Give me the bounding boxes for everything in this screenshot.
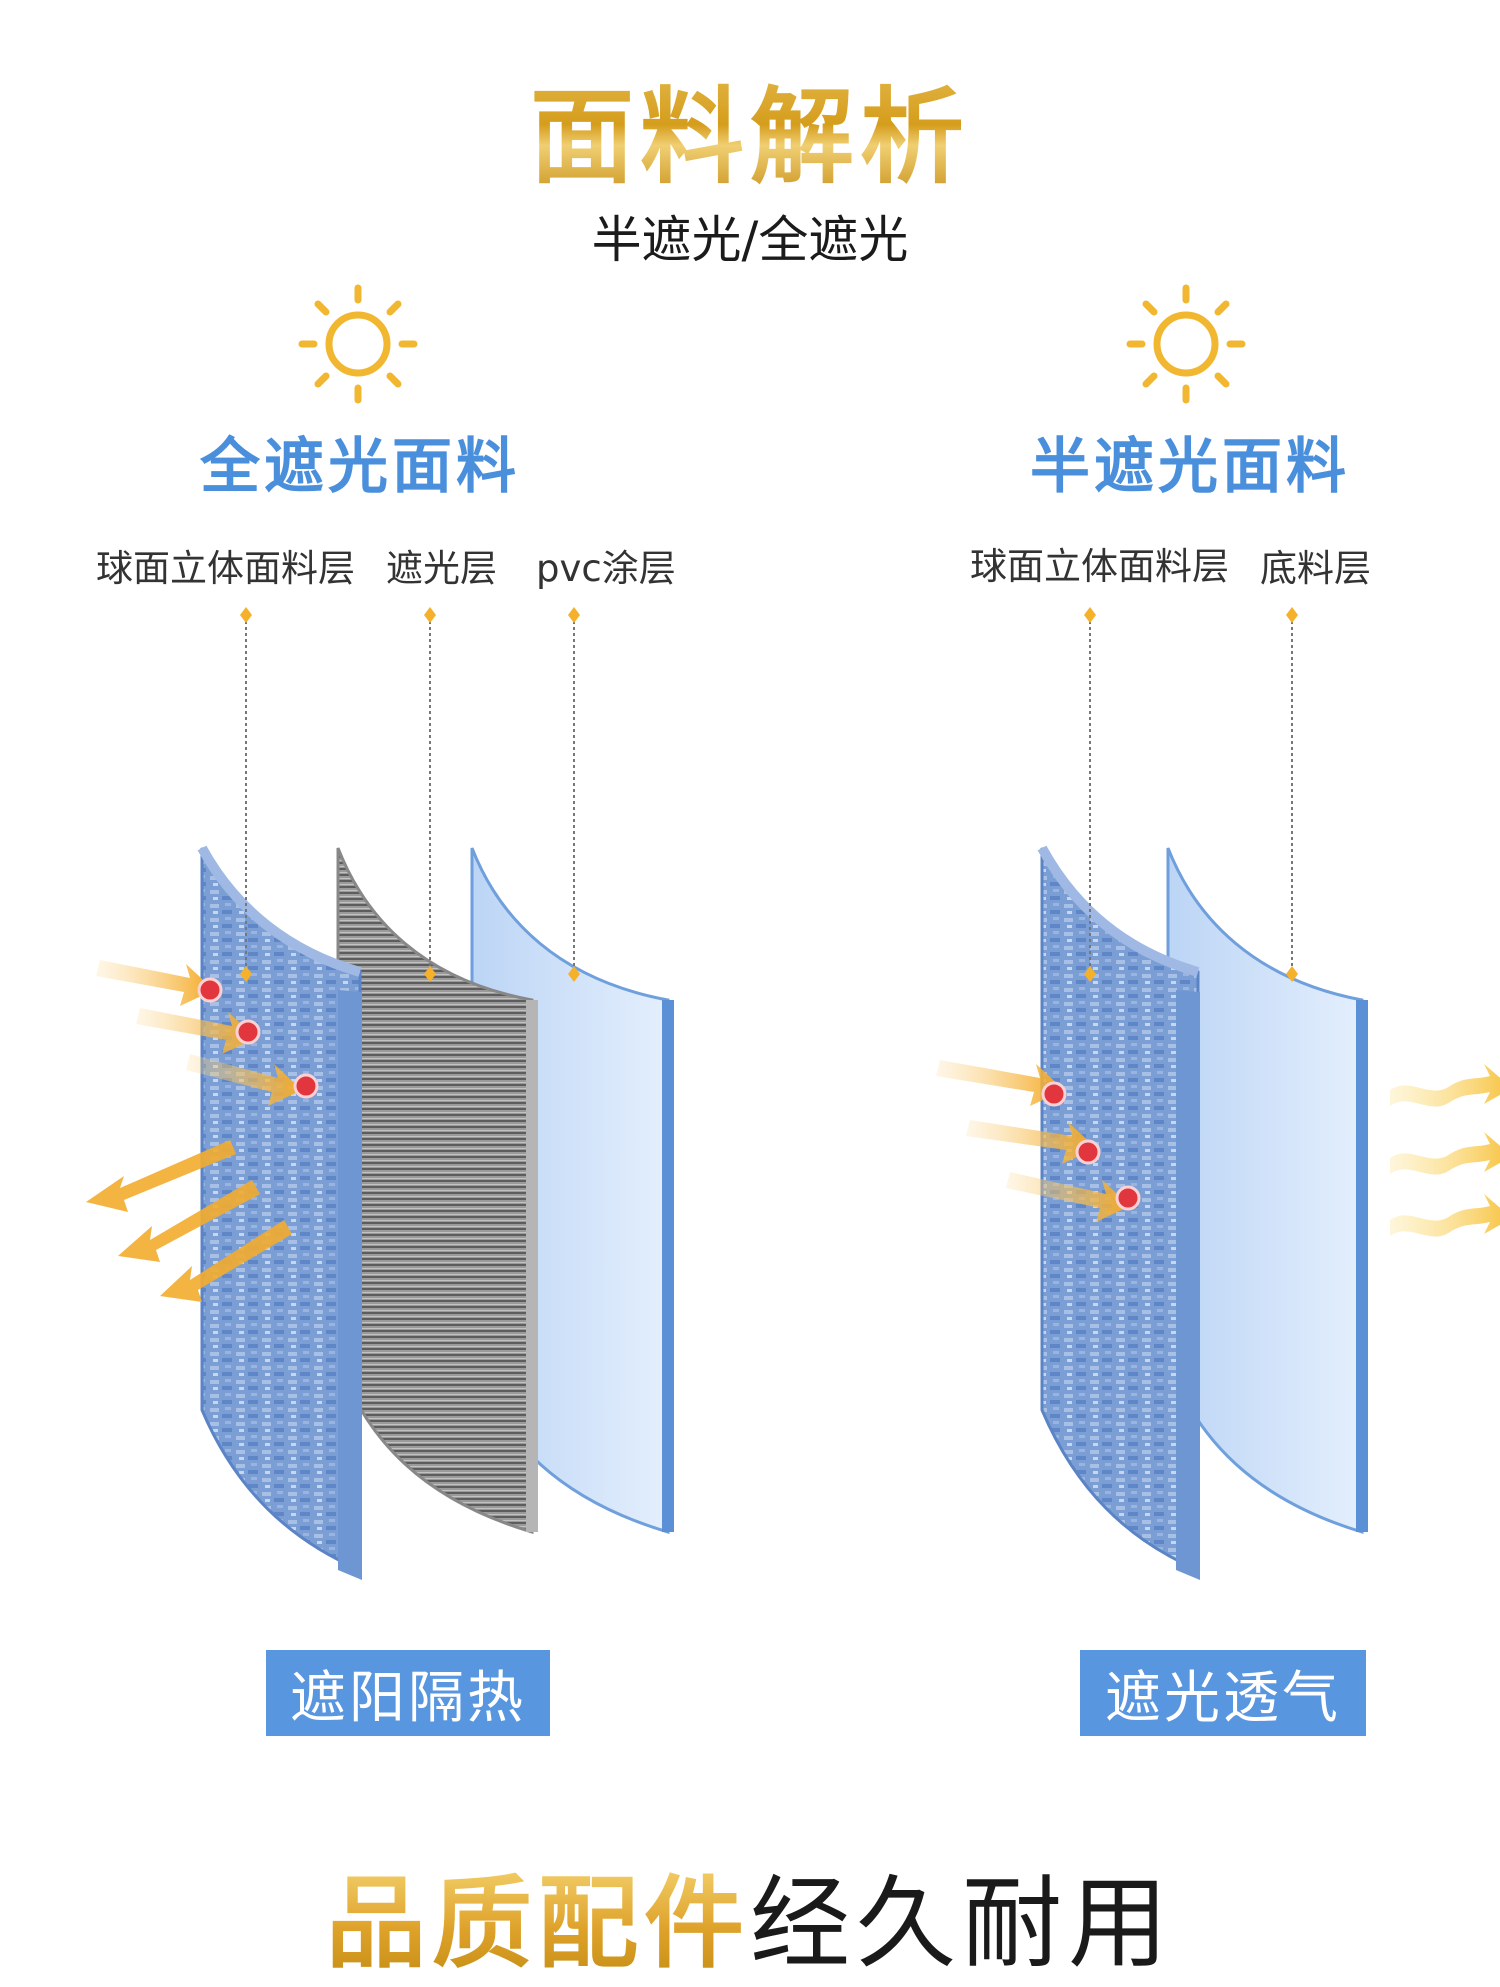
feature-badge-sunshade: 遮阳隔热 (266, 1650, 550, 1736)
footer-heading-highlight: 品质配件 (326, 1865, 750, 1982)
sun-icon (1124, 282, 1248, 406)
panel-title-semi-blackout: 半遮光面料 (990, 418, 1390, 505)
fabric-layers-diagram-full (0, 580, 750, 1600)
footer-heading-rest: 经久耐用 (750, 1865, 1174, 1982)
sun-icon (296, 282, 420, 406)
panel-full-blackout: 全遮光面料 球面立体面料层 遮光层 pvc涂层 (0, 0, 750, 1780)
feature-badge-breathable: 遮光透气 (1080, 1650, 1366, 1736)
fabric-layers-diagram-semi (750, 580, 1500, 1600)
footer-heading: 品质配件经久耐用 (0, 1842, 1500, 1987)
panel-title-full-blackout: 全遮光面料 (160, 418, 560, 505)
panel-semi-blackout: 半遮光面料 球面立体面料层 底料层 (750, 0, 1500, 1780)
airflow-arrows (1390, 1064, 1500, 1237)
